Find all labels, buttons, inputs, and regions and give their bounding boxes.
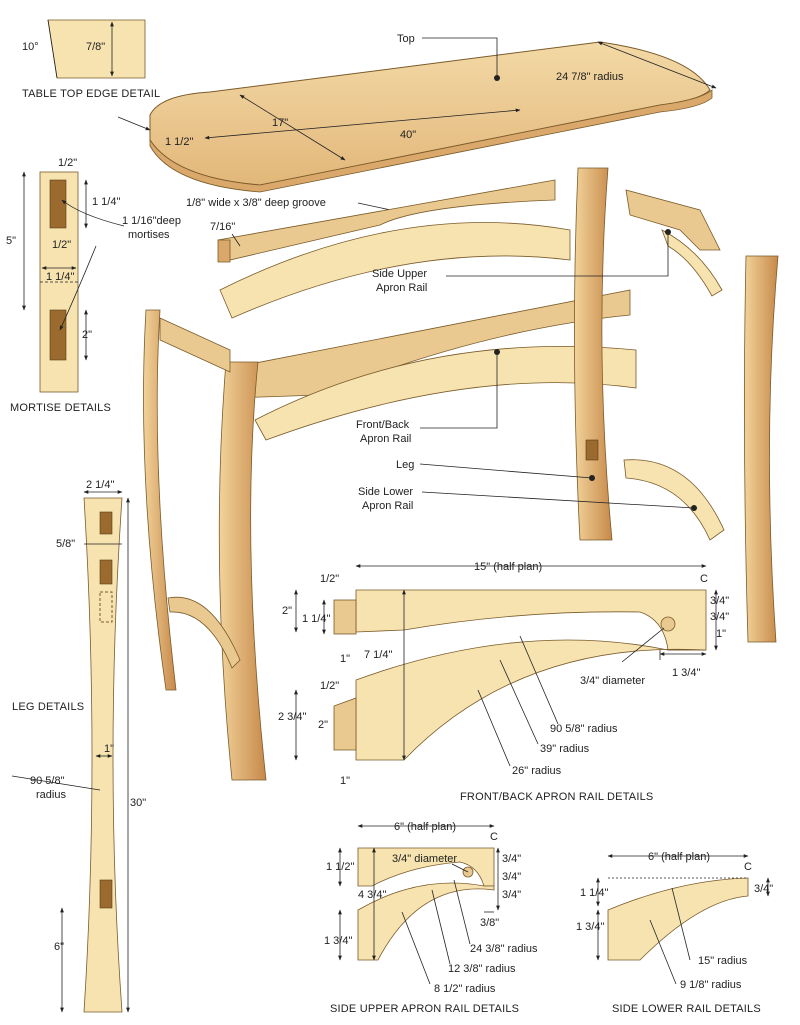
- fb-centerline: C: [700, 573, 708, 585]
- leg-top-width: 2 1/4": [86, 479, 114, 491]
- leg-bottom: 6": [54, 941, 64, 953]
- front-back-label-2: Apron Rail: [360, 433, 411, 445]
- edge-angle-label: 10°: [22, 41, 39, 53]
- fb-radius-3: 26" radius: [512, 765, 562, 777]
- su-radius-2: 12 3/8" radius: [448, 963, 516, 975]
- sl-left-2: 1 3/4": [576, 921, 604, 933]
- fb-tenon-width: 2": [282, 605, 292, 617]
- side-upper-details: 6" (half plan) C 1 1/2" 4 3/4" 1 3/4" 3/…: [324, 821, 538, 1015]
- fb-caption: FRONT/BACK APRON RAIL DETAILS: [460, 791, 653, 803]
- top-thickness-label: 1 1/2": [165, 136, 193, 148]
- front-back-label-1: Front/Back: [356, 419, 410, 431]
- mortise-width-label: 1/2": [52, 239, 71, 251]
- su-radius-3: 8 1/2" radius: [434, 983, 496, 995]
- mortise-leg-width: 1 1/4": [46, 271, 74, 283]
- assembly-labels: 7/16" Side Upper Apron Rail Front/Back A…: [210, 221, 697, 512]
- mortise-depth-label: 1 1/4": [92, 196, 120, 208]
- leg-details: 2 1/4" 5/8" 1" 90 5/8" radius 30" 6" LEG…: [11, 479, 146, 1013]
- edge-thickness-label: 7/8": [86, 41, 105, 53]
- fb-lower-offset: 1/2": [320, 680, 339, 692]
- sl-radius-2: 9 1/8" radius: [680, 979, 742, 991]
- top-length-label: 40": [400, 129, 416, 141]
- fb-half-plan: 15" (half plan): [474, 561, 542, 573]
- edge-detail-caption: TABLE TOP EDGE DETAIL: [22, 88, 160, 100]
- top-label: Top: [397, 33, 415, 45]
- mortise-details: 1/2" 1 1/4" 1/2" 1 1/4" 5" 2" 1 1/16"dee…: [6, 157, 181, 414]
- sl-centerline: C: [744, 861, 752, 873]
- fb-lower-width: 2 3/4": [278, 711, 306, 723]
- fb-radius-1: 90 5/8" radius: [550, 723, 618, 735]
- fb-right-3: 1": [716, 628, 726, 640]
- sl-half-plan: 6" (half plan): [648, 851, 710, 863]
- su-left-2: 4 3/4": [358, 889, 386, 901]
- mortise-note-2: mortises: [128, 229, 170, 241]
- side-lower-details: 6" (half plan) C 1 1/4" 1 3/4" 3/4" 15" …: [576, 851, 773, 1015]
- sl-right-1: 3/4": [754, 883, 773, 895]
- table-top-edge-detail: 10° 7/8" TABLE TOP EDGE DETAIL: [22, 19, 160, 100]
- fb-right-1: 3/4": [710, 595, 729, 607]
- fb-tenon-offset: 1/2": [320, 573, 339, 585]
- leg-radius-1: 90 5/8": [30, 775, 65, 787]
- mortise-top-offset: 1/2": [58, 157, 77, 169]
- side-upper-label-2: Apron Rail: [376, 282, 427, 294]
- su-half-plan: 6" (half plan): [394, 821, 456, 833]
- sl-radius-1: 15" radius: [698, 955, 748, 967]
- fb-radius-2: 39" radius: [540, 743, 590, 755]
- top-width-label: 17": [272, 117, 288, 129]
- fb-hole: 3/4" diameter: [580, 675, 645, 687]
- leg-label: Leg: [396, 459, 414, 471]
- su-left-3: 1 3/4": [324, 935, 352, 947]
- sl-caption: SIDE LOWER RAIL DETAILS: [612, 1003, 761, 1015]
- su-right-4: 3/8": [480, 917, 499, 929]
- top-radius-label: 24 7/8" radius: [556, 71, 624, 83]
- su-right-3: 3/4": [502, 889, 521, 901]
- side-lower-label-1: Side Lower: [358, 486, 413, 498]
- assembly-drawing: [143, 167, 779, 781]
- su-radius-1: 24 3/8" radius: [470, 943, 538, 955]
- leg-caption: LEG DETAILS: [12, 701, 84, 713]
- side-upper-label-1: Side Upper: [372, 268, 427, 280]
- side-lower-label-2: Apron Rail: [362, 500, 413, 512]
- fb-right-2: 3/4": [710, 611, 729, 623]
- groove-label: 1/8" wide x 3/8" deep groove: [186, 197, 326, 209]
- fb-tenon-thickness: 1 1/4": [302, 613, 330, 625]
- leg-offset: 5/8": [56, 538, 75, 550]
- fb-height: 7 1/4": [364, 649, 392, 661]
- mortise-bottom: 2": [82, 329, 92, 341]
- fb-right-4: 1 3/4": [672, 667, 700, 679]
- mortise-caption: MORTISE DETAILS: [10, 402, 111, 414]
- su-hole: 3/4" diameter: [392, 853, 457, 865]
- front-back-details: 15" (half plan) C 1/2" 2" 1 1/4" 1" 7 1/…: [278, 561, 729, 803]
- fb-tenon-length: 1": [340, 653, 350, 665]
- leg-height: 30": [130, 797, 146, 809]
- fb-lower-tenon: 2": [318, 719, 328, 731]
- mortise-note-1: 1 1/16"deep: [122, 215, 181, 227]
- fb-lower-length: 1": [340, 775, 350, 787]
- tenon-label: 7/16": [210, 221, 235, 233]
- mortise-overall: 5": [6, 235, 16, 247]
- sl-left-1: 1 1/4": [580, 887, 608, 899]
- leg-waist: 1": [104, 743, 114, 755]
- su-caption: SIDE UPPER APRON RAIL DETAILS: [330, 1003, 519, 1015]
- groove-callout: 1/8" wide x 3/8" deep groove: [186, 197, 401, 213]
- su-centerline: C: [490, 831, 498, 843]
- su-right-2: 3/4": [502, 871, 521, 883]
- su-right-1: 3/4": [502, 853, 521, 865]
- su-left-1: 1 1/2": [326, 861, 354, 873]
- tabletop-drawing: Top 24 7/8" radius 17" 40" 1 1/2": [117, 33, 717, 193]
- leg-radius-2: radius: [36, 789, 66, 801]
